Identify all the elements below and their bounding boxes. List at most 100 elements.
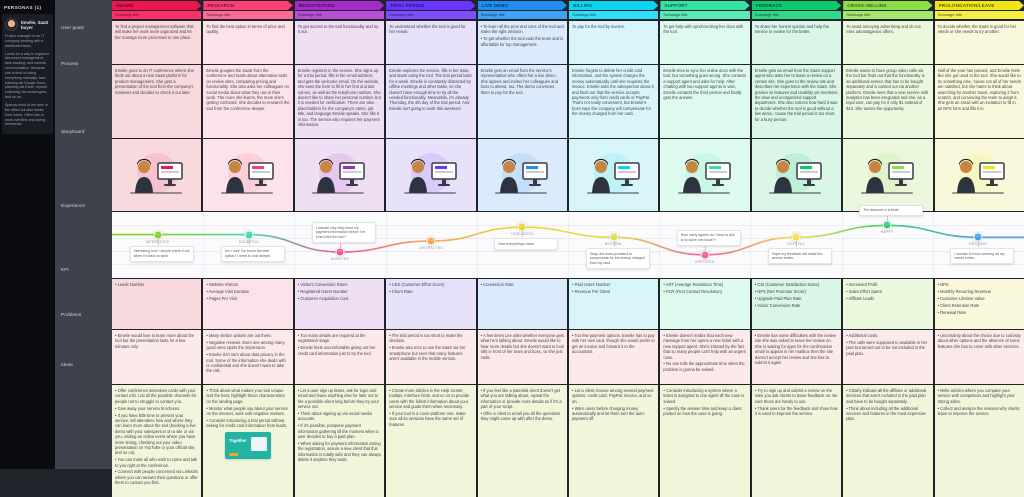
problems-cell[interactable]: • The trial period is too short to make …	[386, 330, 476, 384]
process-cell[interactable]: Half of the year has passed, and Emelie …	[934, 65, 1024, 138]
experience-emotion-label: Annoyed	[330, 257, 350, 262]
process-cell[interactable]: Emelie googles the SaaS from the confere…	[203, 65, 293, 138]
substage-title[interactable]: Substage title	[203, 11, 293, 19]
experience-point-registration[interactable]	[335, 247, 345, 257]
bullet-item: • If it's possible, postpone payment inf…	[297, 423, 379, 440]
user-goal-cell[interactable]: To understand whether the tool is good f…	[386, 21, 476, 64]
process-cell[interactable]: Emelie goes to an IT conference where sh…	[112, 65, 202, 138]
process-cell[interactable]: Emelie gets an email from the service's …	[477, 65, 567, 138]
stage-header-prolongation-leave[interactable]: PROLONGATION/LEAVE	[935, 1, 1024, 10]
kpi-cell[interactable]: • NPS• Monthly Recurring Revenue• Custom…	[934, 279, 1024, 329]
stage-header-registration[interactable]: REGISTRATION	[295, 1, 384, 10]
ideas-cell[interactable]: • Write articles where you compare your …	[934, 385, 1024, 497]
ideas-cell[interactable]: • Think about what makes your tool uniqu…	[203, 385, 293, 497]
substage-title[interactable]: Substage title	[751, 11, 842, 19]
kpi-cell[interactable]: • Leads Number	[112, 279, 202, 329]
substage-title[interactable]: Substage title	[660, 11, 750, 19]
stage-header-trial-period[interactable]: TRIAL PERIOD	[386, 1, 475, 10]
storyboard-cell[interactable]	[569, 139, 659, 211]
ideas-cell[interactable]: • If you feel like a potential client do…	[477, 385, 567, 497]
experience-point-trial-period[interactable]	[426, 236, 436, 246]
storyboard-cell[interactable]	[660, 139, 750, 211]
storyboard-cell[interactable]	[386, 139, 476, 211]
user-goal-cell[interactable]: To find the best option in terms of pric…	[203, 21, 293, 64]
stage-header-research[interactable]: RESEARCH	[203, 1, 292, 10]
ideas-cell[interactable]: • Clearly indicate all the affiliate or …	[843, 385, 933, 497]
user-goal-cell[interactable]: To get access to the tool functionality …	[294, 21, 385, 64]
kpi-cell[interactable]: • ART (Average Resolution Time)• FCR (Fi…	[660, 279, 750, 329]
experience-point-support[interactable]	[700, 250, 710, 260]
kpi-cell[interactable]: • CSI (Customer Satisfaction Index)• NPS…	[751, 279, 842, 329]
kpi-cell[interactable]: • Conversion Rate	[477, 279, 567, 329]
experience-emotion-label: Happy	[880, 230, 894, 235]
kpi-cell[interactable]: • Visitors Conversion Rates• Registered …	[294, 279, 385, 329]
experience-note-card[interactable]: Am I sure I've found the best option? I …	[220, 245, 285, 262]
user-goal-cell[interactable]: To pay for the tool by invoice.	[569, 21, 659, 64]
process-cell[interactable]: Emelie gets an email from the SaaS suppo…	[751, 65, 842, 138]
stage-header-support[interactable]: SUPPORT	[660, 1, 749, 10]
user-goal-cell[interactable]: To get help with synchronizing her docs …	[660, 21, 750, 64]
user-goal-cell[interactable]: To decide whether the SaaS is good for h…	[934, 21, 1024, 64]
kpi-cell[interactable]: • CES (Customer Effort Score)• Churn Rat…	[386, 279, 476, 329]
ideas-cell[interactable]: • Offer conference attendees cards with …	[112, 385, 202, 497]
experience-note-card[interactable]: Interesting tool! I should check it out …	[129, 245, 194, 262]
substage-title[interactable]: Substage title	[569, 11, 659, 19]
ideas-cell[interactable]: • Let a user sign up faster, ask for log…	[294, 385, 385, 497]
stage-header-live-demo[interactable]: LIVE DEMO	[478, 1, 567, 10]
storyboard-cell[interactable]	[751, 139, 842, 211]
experience-note-card[interactable]: Now everything's clear!	[494, 238, 559, 250]
process-cell[interactable]: Emelie registers in the service. She sig…	[294, 65, 385, 138]
substage-title[interactable]: Substage title	[477, 11, 567, 19]
kpi-cell[interactable]: • Increased Profit• Sales Effort Spent• …	[843, 279, 933, 329]
storyboard-cell[interactable]	[294, 139, 385, 211]
stage-header-cross-selling[interactable]: CROSS-SELLING	[843, 1, 932, 10]
storyboard-cell[interactable]	[477, 139, 567, 211]
persona-card[interactable]: Emelie, SaaS buyer Project manager in an…	[2, 14, 53, 135]
substage-title[interactable]: Substage title	[934, 11, 1024, 19]
problems-cell[interactable]: • Emelie has some difficulties with the …	[751, 330, 842, 384]
experience-point-cross-selling[interactable]	[882, 220, 892, 230]
ideas-cell[interactable]: • Let a client choose among several paym…	[569, 385, 659, 497]
experience-column-divider	[659, 212, 661, 278]
problems-cell[interactable]: • Additional costs.• The calls were supp…	[843, 330, 933, 384]
kpi-cell[interactable]: • Paid Users Number• Revenue Per Client	[569, 279, 659, 329]
experience-note-card[interactable]: How many agents do I have to talk to to …	[676, 229, 741, 246]
user-goal-cell[interactable]: To share her honest opinion and help the…	[751, 21, 842, 64]
experience-note-card[interactable]: Hope my feedback will make the service b…	[768, 248, 832, 265]
ideas-cell[interactable]: • Consider introducing a system where a …	[660, 385, 750, 497]
ideas-screenshot-thumbnail[interactable]: Together	[225, 431, 272, 459]
problems-cell[interactable]: • Too many details are required at the r…	[294, 330, 385, 384]
substage-title[interactable]: Substage title	[386, 11, 476, 19]
storyboard-cell[interactable]	[112, 139, 202, 211]
ideas-cell[interactable]: • Create more articles in the Help Cente…	[386, 385, 476, 497]
stage-header-feedback[interactable]: FEEDBACK	[752, 1, 841, 10]
ideas-cell[interactable]: • Try to sign up and submit a review on …	[751, 385, 842, 497]
kpi-cell[interactable]: • Website Visitors• Average Visit Durati…	[203, 279, 293, 329]
user-goal-cell[interactable]: • To learn all the pros and cons of the …	[477, 21, 567, 64]
user-goal-cell[interactable]: To find a project management software th…	[112, 21, 202, 64]
process-cell[interactable]: Emelie wants to have group video calls v…	[843, 65, 933, 138]
process-cell[interactable]: Emelie tries to sync her online docs wit…	[660, 65, 750, 138]
experience-note-card[interactable]: Okay, the boss promised to compensate fo…	[585, 248, 650, 269]
problems-cell[interactable]: • Many similar options are out there.• N…	[203, 330, 293, 384]
substage-title[interactable]: Substage title	[843, 11, 933, 19]
bullet-item: • Additional costs.	[846, 333, 879, 338]
substage-title[interactable]: Substage title	[294, 11, 385, 19]
experience-note-card[interactable]: The discount is a treat!	[859, 204, 924, 217]
problems-cell[interactable]: • Emelie doesn't realize that each new m…	[660, 330, 750, 384]
problems-cell[interactable]: • Uncertainty about the choice due to cu…	[934, 330, 1024, 384]
experience-note-card[interactable]: I wonder if a tool covering all my needs…	[950, 248, 1015, 265]
storyboard-cell[interactable]	[843, 139, 933, 211]
problems-cell[interactable]: • Too few payment options. Emelie has to…	[569, 330, 659, 384]
stage-header-aware[interactable]: AWARE	[112, 1, 201, 10]
user-goal-cell[interactable]: To avoid annoying advertising and do not…	[843, 21, 933, 64]
process-cell[interactable]: Emelie forgets to delete her credit card…	[569, 65, 659, 138]
storyboard-cell[interactable]	[934, 139, 1024, 211]
storyboard-cell[interactable]	[203, 139, 293, 211]
problems-cell[interactable]: • Emelie would love to learn more about …	[112, 330, 202, 384]
substage-title[interactable]: Substage title	[112, 11, 202, 19]
experience-note-card[interactable]: I wonder why they need my payment inform…	[312, 222, 376, 244]
problems-cell[interactable]: • A few times Lee asks whether everyone …	[477, 330, 567, 384]
stage-header-billing[interactable]: BILLING	[569, 1, 658, 10]
process-cell[interactable]: Emelie explores the service, fills in he…	[386, 65, 476, 138]
